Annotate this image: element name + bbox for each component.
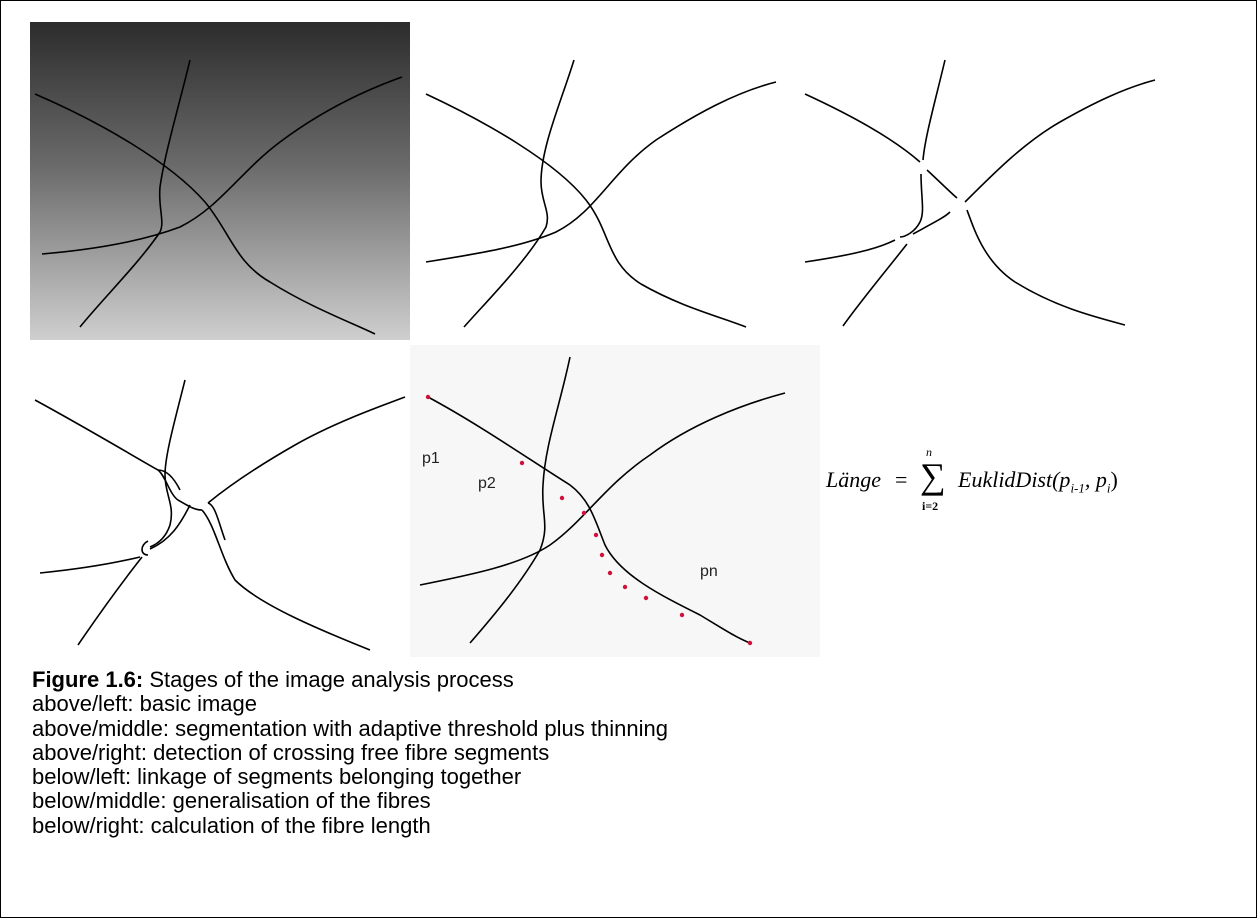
point-label-pn: pn <box>700 563 718 580</box>
fibre-sample-point <box>559 495 565 501</box>
formula-rhs: EuklidDist(pi-1, pi) <box>958 467 1118 496</box>
formula-equals: = <box>895 467 908 492</box>
fibre-sample-point <box>581 510 587 516</box>
caption-line: above/middle: segmentation with adaptive… <box>32 715 668 741</box>
fibre-sample-point <box>425 394 431 400</box>
formula-sub-1: i-1 <box>1070 480 1085 496</box>
formula-sum-lower: i=2 <box>922 499 939 513</box>
caption-line: above/left: basic image <box>32 691 258 717</box>
fibre-sample-point <box>643 595 649 601</box>
formula-sum-upper: n <box>926 445 932 459</box>
fibre-a <box>34 93 376 335</box>
fibre-sample-point <box>679 612 685 618</box>
generalisation-points <box>425 394 753 646</box>
fibre-b <box>79 59 191 328</box>
fibre-sample-point <box>593 532 599 538</box>
panel-linkage <box>30 345 410 657</box>
caption-line: below/left: linkage of segments belongin… <box>32 764 522 790</box>
caption-line: below/right: calculation of the fibre le… <box>32 812 431 838</box>
fibre-sample-point <box>599 552 605 558</box>
caption-title-line: Figure 1.6: Stages of the image analysis… <box>32 667 1232 692</box>
panel-basic-image <box>30 22 410 340</box>
fibre-sample-point <box>519 460 525 466</box>
point-label-p1: p1 <box>422 450 440 467</box>
fibre-sample-point <box>747 640 753 646</box>
formula-lhs: Länge <box>826 467 881 492</box>
panel-generalisation: p1 p2 pn <box>410 345 820 657</box>
formula-rhs-close: ) <box>1110 467 1118 492</box>
figure-caption: Figure 1.6: Stages of the image analysis… <box>32 667 1232 838</box>
panel-crossing-free-segments <box>795 22 1170 340</box>
caption-line: below/middle: generalisation of the fibr… <box>32 788 431 814</box>
formula-sum-symbol: ∑ <box>920 456 946 496</box>
caption-line: above/right: detection of crossing free … <box>32 739 550 765</box>
point-label-p2: p2 <box>478 475 496 492</box>
panel-segmentation <box>416 22 791 340</box>
formula-rhs-mid: , p <box>1084 467 1107 492</box>
figure-title: Stages of the image analysis process <box>143 667 514 692</box>
formula-rhs-func: EuklidDist(p <box>958 467 1071 492</box>
fibre-sample-point <box>607 570 613 576</box>
formula-sub-2: i <box>1106 480 1111 496</box>
figure-label: Figure 1.6: <box>32 667 144 692</box>
fibre-sample-point <box>622 584 628 590</box>
fibre-c <box>41 76 403 255</box>
fibre-length-formula: Länge = n ∑ i=2 EuklidDist(pi-1, pi) <box>826 445 1246 535</box>
